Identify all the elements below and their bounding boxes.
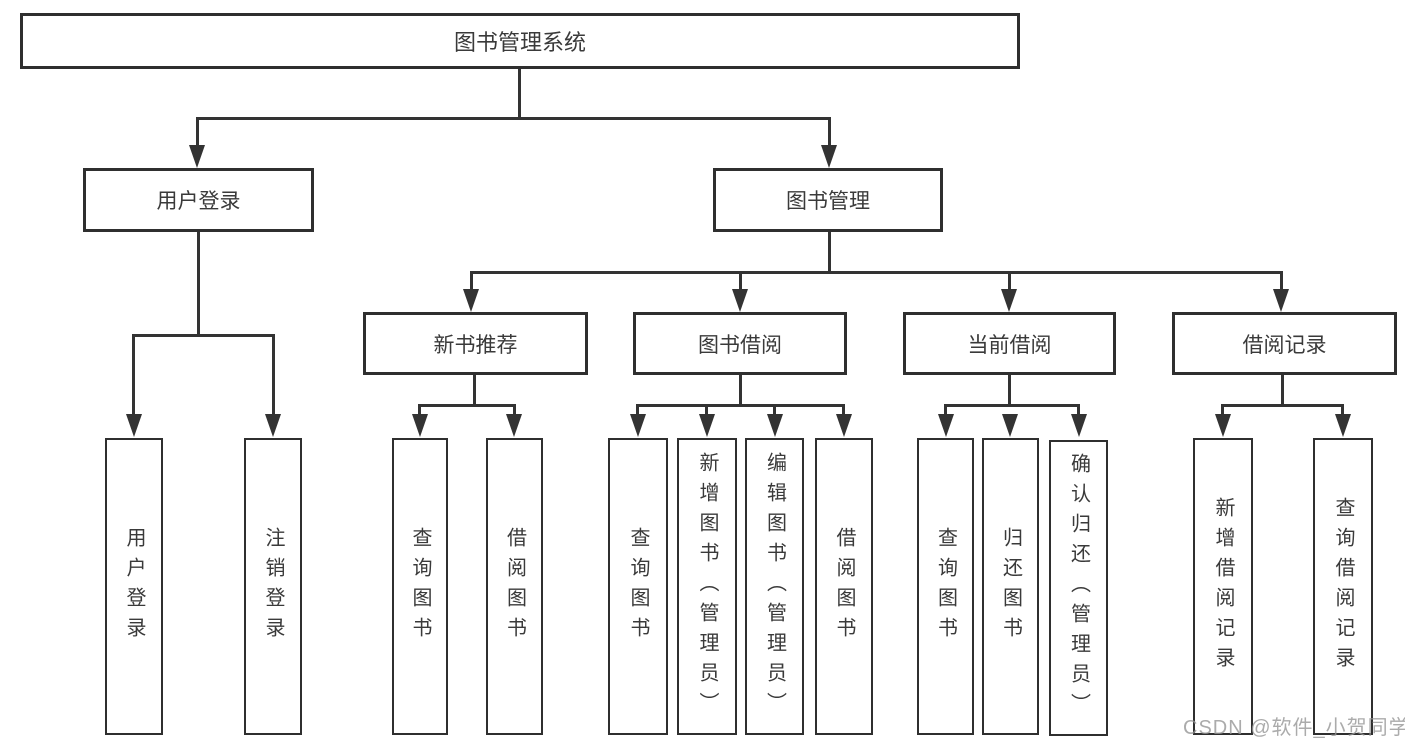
leaf-borrow-books: 借阅图书 bbox=[815, 438, 873, 735]
arrow-down-icon bbox=[1002, 414, 1018, 437]
arrow-down-icon bbox=[1001, 289, 1017, 312]
arrow-down-icon bbox=[463, 289, 479, 312]
arrow-down-icon bbox=[265, 414, 281, 437]
connector-line bbox=[1221, 404, 1224, 417]
leaf-query-books-current: 查询图书 bbox=[917, 438, 974, 735]
connector-line bbox=[842, 404, 845, 417]
arrow-down-icon bbox=[699, 414, 715, 437]
connector-line bbox=[418, 404, 421, 417]
arrow-down-icon bbox=[412, 414, 428, 437]
connector-line bbox=[513, 404, 516, 417]
arrow-down-icon bbox=[189, 145, 205, 168]
connector-line bbox=[739, 375, 742, 407]
arrow-down-icon bbox=[1071, 414, 1087, 437]
arrow-down-icon bbox=[506, 414, 522, 437]
arrow-down-icon bbox=[938, 414, 954, 437]
leaf-query-books-recommend: 查询图书 bbox=[392, 438, 448, 735]
arrow-down-icon bbox=[836, 414, 852, 437]
connector-line bbox=[739, 271, 742, 293]
leaf-borrow-books-recommend: 借阅图书 bbox=[486, 438, 543, 735]
arrow-down-icon bbox=[630, 414, 646, 437]
connector-line bbox=[1008, 271, 1011, 293]
arrow-down-icon bbox=[732, 289, 748, 312]
leaf-query-books-borrow: 查询图书 bbox=[608, 438, 668, 735]
connector-line bbox=[1280, 271, 1283, 293]
connector-line bbox=[418, 404, 516, 407]
leaf-return-books: 归还图书 bbox=[982, 438, 1039, 735]
connector-line bbox=[1341, 404, 1344, 417]
arrow-down-icon bbox=[1273, 289, 1289, 312]
node-library-management-system: 图书管理系统 bbox=[20, 13, 1020, 69]
connector-line bbox=[773, 404, 776, 417]
arrow-down-icon bbox=[1215, 414, 1231, 437]
node-current-borrow: 当前借阅 bbox=[903, 312, 1116, 375]
leaf-user-login: 用户登录 bbox=[105, 438, 163, 735]
connector-line bbox=[705, 404, 708, 417]
connector-line bbox=[636, 404, 639, 417]
node-user-login: 用户登录 bbox=[83, 168, 314, 232]
node-new-book-recommend: 新书推荐 bbox=[363, 312, 588, 375]
connector-line bbox=[197, 232, 200, 336]
connector-line bbox=[636, 404, 845, 407]
connector-line bbox=[944, 404, 947, 417]
node-book-management: 图书管理 bbox=[713, 168, 943, 232]
leaf-query-borrow-record: 查询借阅记录 bbox=[1313, 438, 1373, 735]
arrow-down-icon bbox=[126, 414, 142, 437]
connector-line bbox=[132, 334, 275, 337]
connector-line bbox=[1077, 404, 1080, 417]
connector-line bbox=[470, 271, 473, 293]
node-borrow-records: 借阅记录 bbox=[1172, 312, 1397, 375]
connector-line bbox=[196, 117, 831, 120]
connector-line bbox=[473, 375, 476, 407]
leaf-edit-book-admin: 编辑图书（管理员） bbox=[745, 438, 804, 735]
connector-line bbox=[518, 69, 521, 119]
connector-line bbox=[272, 334, 275, 416]
leaf-add-borrow-record: 新增借阅记录 bbox=[1193, 438, 1253, 735]
connector-line bbox=[1221, 404, 1344, 407]
leaf-add-book-admin: 新增图书（管理员） bbox=[677, 438, 737, 735]
leaf-confirm-return-admin: 确认归还（管理员） bbox=[1049, 440, 1108, 736]
connector-line bbox=[196, 117, 199, 148]
node-book-borrow: 图书借阅 bbox=[633, 312, 847, 375]
connector-line bbox=[1008, 375, 1011, 407]
leaf-logout: 注销登录 bbox=[244, 438, 302, 735]
arrow-down-icon bbox=[821, 145, 837, 168]
connector-line bbox=[132, 334, 135, 416]
connector-line bbox=[828, 117, 831, 148]
connector-line bbox=[828, 232, 831, 273]
connector-line bbox=[944, 404, 1080, 407]
arrow-down-icon bbox=[767, 414, 783, 437]
connector-line bbox=[470, 271, 1283, 274]
watermark: CSDN @软件_小贺同学 bbox=[1183, 717, 1405, 739]
arrow-down-icon bbox=[1335, 414, 1351, 437]
connector-line bbox=[1281, 375, 1284, 407]
